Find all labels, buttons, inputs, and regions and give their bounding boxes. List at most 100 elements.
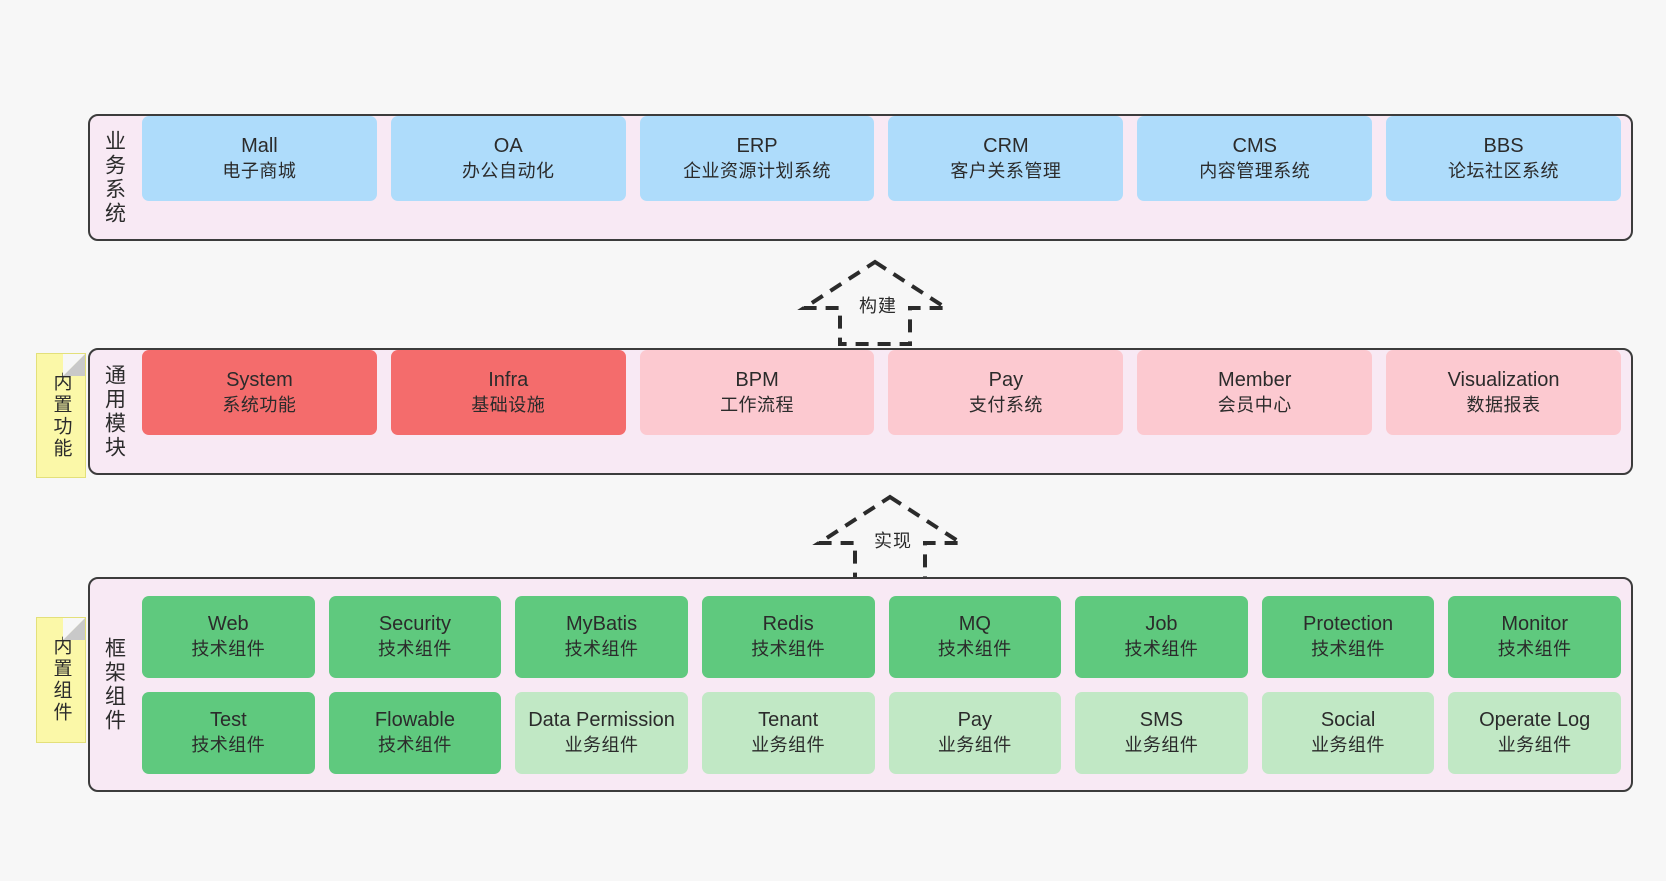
node-sms[interactable]: SMS 业务组件 (1075, 691, 1248, 774)
node-title-cn: 技术组件 (751, 638, 826, 659)
node-title-en: Job (1145, 613, 1178, 636)
node-title-cn: 数据报表 (1466, 394, 1541, 415)
node-title-en: Protection (1303, 613, 1394, 636)
note-builtin-functions: 内置功能 (36, 353, 86, 478)
node-social[interactable]: Social 业务组件 (1261, 691, 1435, 774)
node-tenant[interactable]: Tenant 业务组件 (701, 691, 875, 774)
node-title-cn: 支付系统 (968, 394, 1043, 415)
node-title-cn: 技术组件 (377, 638, 452, 659)
node-title-cn: 业务组件 (1124, 734, 1199, 755)
node-title-cn: 企业资源计划系统 (683, 160, 832, 181)
node-title-en: Social (1320, 709, 1376, 732)
node-title-en: Web (207, 613, 249, 636)
node-title-en: Data Permission (528, 709, 675, 732)
node-pay-component[interactable]: Pay 业务组件 (888, 691, 1062, 774)
node-test[interactable]: Test 技术组件 (142, 691, 315, 774)
node-visualization[interactable]: Visualization 数据报表 (1386, 350, 1621, 435)
note-builtin-components: 内置组件 (36, 617, 86, 743)
node-title-en: Redis (762, 613, 814, 636)
node-web[interactable]: Web 技术组件 (142, 595, 315, 678)
node-title-en: OA (493, 135, 523, 158)
node-title-cn: 电子商城 (222, 160, 297, 181)
node-infra[interactable]: Infra 基础设施 (390, 350, 626, 435)
arrow-build: 构建 (797, 258, 953, 346)
node-title-en: BPM (735, 369, 779, 392)
node-security[interactable]: Security 技术组件 (328, 595, 502, 678)
node-row: Mall 电子商城 OA 办公自动化 ERP 企业资源计划系统 CRM 客户关系… (142, 116, 1621, 201)
node-system[interactable]: System 系统功能 (142, 350, 377, 435)
node-flowable[interactable]: Flowable 技术组件 (328, 691, 502, 774)
node-title-cn: 办公自动化 (461, 160, 555, 181)
node-title-en: SMS (1139, 709, 1184, 732)
layer-title-framework: 框架组件 (102, 636, 126, 733)
node-erp[interactable]: ERP 企业资源计划系统 (639, 116, 875, 201)
node-title-en: Visualization (1447, 369, 1560, 392)
node-title-en: Pay (988, 369, 1024, 392)
layer-title-business: 业务系统 (102, 129, 126, 226)
node-monitor[interactable]: Monitor 技术组件 (1448, 595, 1621, 678)
node-redis[interactable]: Redis 技术组件 (701, 595, 875, 678)
node-title-en: Infra (488, 369, 529, 392)
layer-body-framework: Web 技术组件 Security 技术组件 MyBatis 技术组件 Redi… (138, 579, 1631, 790)
node-title-en: Mall (241, 135, 278, 158)
layer-body-business: Mall 电子商城 OA 办公自动化 ERP 企业资源计划系统 CRM 客户关系… (138, 116, 1631, 201)
node-title-cn: 业务组件 (1497, 734, 1572, 755)
node-title-cn: 系统功能 (222, 394, 297, 415)
node-title-en: CMS (1232, 135, 1277, 158)
node-title-cn: 会员中心 (1217, 394, 1292, 415)
node-title-en: Pay (957, 709, 993, 732)
node-protection[interactable]: Protection 技术组件 (1261, 595, 1435, 678)
node-title-cn: 技术组件 (191, 734, 266, 755)
node-title-en: Tenant (758, 709, 819, 732)
node-row: Web 技术组件 Security 技术组件 MyBatis 技术组件 Redi… (142, 595, 1621, 678)
node-oa[interactable]: OA 办公自动化 (390, 116, 626, 201)
node-title-cn: 基础设施 (471, 394, 546, 415)
node-title-en: BBS (1483, 135, 1524, 158)
node-title-cn: 技术组件 (1311, 638, 1386, 659)
node-title-cn: 客户关系管理 (950, 160, 1062, 181)
node-mall[interactable]: Mall 电子商城 (142, 116, 377, 201)
layer-common-modules: 通用模块 System 系统功能 Infra 基础设施 BPM 工作流程 Pay… (88, 348, 1633, 475)
note-label: 内置功能 (50, 371, 72, 460)
arrow-implement: 实现 (812, 493, 968, 581)
node-title-cn: 工作流程 (720, 394, 795, 415)
node-title-cn: 技术组件 (564, 638, 639, 659)
node-title-cn: 论坛社区系统 (1448, 160, 1560, 181)
node-title-cn: 技术组件 (377, 734, 452, 755)
node-data-permission[interactable]: Data Permission 业务组件 (515, 691, 688, 774)
node-title-cn: 技术组件 (1497, 638, 1572, 659)
node-title-cn: 业务组件 (751, 734, 826, 755)
arrow-implement-label: 实现 (872, 531, 914, 551)
node-mybatis[interactable]: MyBatis 技术组件 (515, 595, 688, 678)
node-title-cn: 技术组件 (191, 638, 266, 659)
node-job[interactable]: Job 技术组件 (1075, 595, 1248, 678)
node-title-cn: 技术组件 (937, 638, 1012, 659)
node-title-en: Test (209, 709, 247, 732)
node-crm[interactable]: CRM 客户关系管理 (888, 116, 1124, 201)
node-operate-log[interactable]: Operate Log 业务组件 (1448, 691, 1621, 774)
node-title-en: Member (1218, 369, 1292, 392)
layer-business-systems: 业务系统 Mall 电子商城 OA 办公自动化 ERP 企业资源计划系统 CRM… (88, 114, 1633, 241)
node-pay-module[interactable]: Pay 支付系统 (888, 350, 1124, 435)
node-bbs[interactable]: BBS 论坛社区系统 (1386, 116, 1621, 201)
node-bpm[interactable]: BPM 工作流程 (639, 350, 875, 435)
node-title-cn: 业务组件 (564, 734, 639, 755)
node-title-cn: 内容管理系统 (1199, 160, 1311, 181)
node-title-en: ERP (736, 135, 778, 158)
node-title-cn: 业务组件 (1311, 734, 1386, 755)
node-row: System 系统功能 Infra 基础设施 BPM 工作流程 Pay 支付系统… (142, 350, 1621, 435)
node-member[interactable]: Member 会员中心 (1137, 350, 1373, 435)
node-title-en: Flowable (374, 709, 455, 732)
node-mq[interactable]: MQ 技术组件 (888, 595, 1062, 678)
node-title-en: System (226, 369, 293, 392)
node-cms[interactable]: CMS 内容管理系统 (1137, 116, 1373, 201)
node-title-en: MQ (958, 613, 991, 636)
node-title-cn: 业务组件 (937, 734, 1012, 755)
node-title-cn: 技术组件 (1124, 638, 1199, 659)
node-title-en: Operate Log (1479, 709, 1591, 732)
node-title-en: Security (378, 613, 452, 636)
note-label: 内置组件 (50, 636, 72, 724)
node-title-en: MyBatis (566, 613, 638, 636)
node-title-en: CRM (983, 135, 1029, 158)
